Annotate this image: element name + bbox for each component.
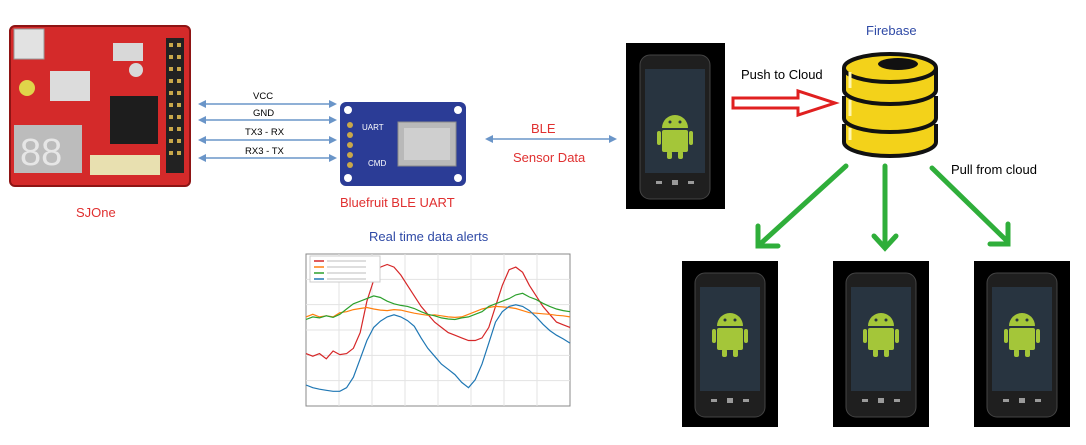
sjone-label: SJOne (76, 205, 116, 220)
wire-label-gnd: GND (253, 108, 275, 119)
android-icon (712, 313, 748, 357)
push-to-cloud-label: Push to Cloud (741, 67, 823, 82)
wire-label-vcc: VCC (253, 91, 274, 102)
ble-label: BLE (531, 121, 556, 136)
svg-text:UART: UART (362, 123, 384, 132)
firebase-database-icon (842, 52, 938, 158)
android-icon (657, 115, 693, 159)
firebase-label: Firebase (866, 23, 917, 38)
client-phone-2 (833, 261, 929, 427)
sensor-data-label: Sensor Data (513, 150, 586, 165)
chart-series-line-2 (305, 305, 571, 319)
client-phone-1 (682, 261, 778, 427)
android-icon (1004, 313, 1040, 357)
gateway-phone (626, 43, 725, 209)
ble-link-arrow (485, 135, 617, 143)
pull-from-cloud-arrows (755, 163, 1011, 252)
chart-series-line-4 (305, 304, 571, 392)
chart-series-line-3 (305, 292, 571, 321)
android-icon (863, 313, 899, 357)
wire-label-rx3: RX3 - TX (245, 146, 284, 157)
svg-text:88: 88 (20, 132, 62, 174)
wire-label-tx3: TX3 - RX (245, 127, 285, 138)
pull-from-cloud-label: Pull from cloud (951, 162, 1037, 177)
chart-series-line-1 (305, 263, 571, 360)
alerts-title: Real time data alerts (369, 229, 489, 244)
push-to-cloud-arrow (731, 88, 840, 118)
wire-arrows (198, 100, 337, 162)
alerts-chart (284, 246, 574, 426)
bluefruit-module: UART CMD (338, 100, 468, 188)
bluefruit-label: Bluefruit BLE UART (340, 195, 455, 210)
svg-text:CMD: CMD (368, 159, 386, 168)
chart-legend (309, 255, 381, 283)
sjone-board: 88 (8, 23, 194, 189)
client-phone-3 (974, 261, 1070, 427)
